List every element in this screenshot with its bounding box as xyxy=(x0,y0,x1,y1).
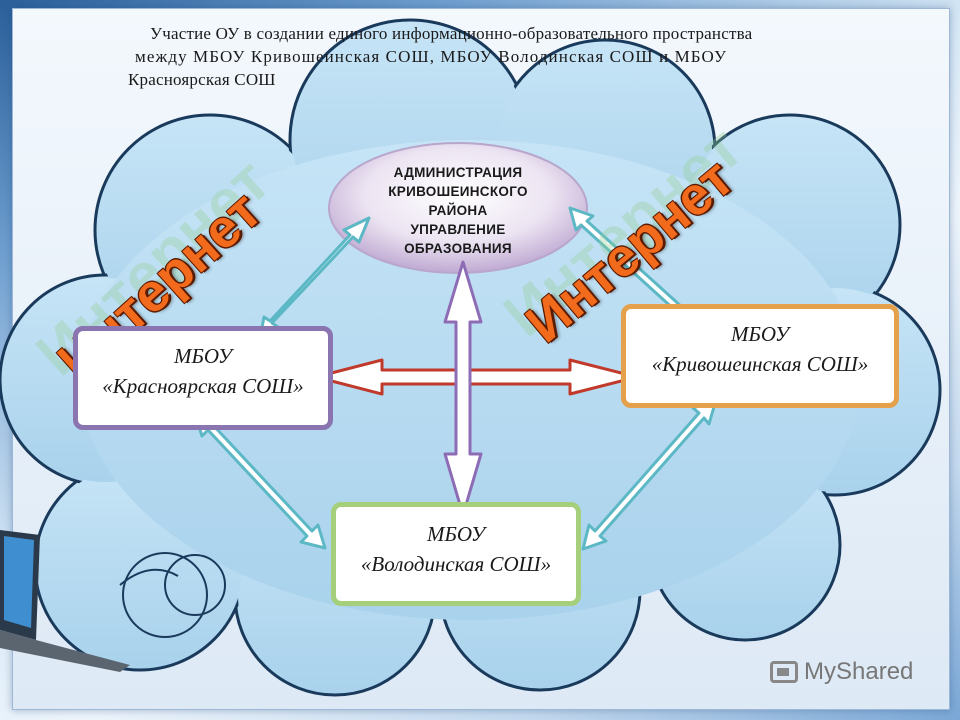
watermark: MyShared xyxy=(770,658,913,686)
arrows xyxy=(193,206,718,551)
title-line-3: Красноярская СОШ xyxy=(128,70,276,89)
swirl-decoration xyxy=(119,552,226,638)
school-type-volodino: МБОУ xyxy=(427,522,485,546)
admin-line-4: УПРАВЛЕНИЕ xyxy=(410,222,506,237)
title-line-1: Участие ОУ в создании единого информацио… xyxy=(150,24,753,43)
school-name-krivosheino: «Кривошеинская СОШ» xyxy=(651,352,869,376)
school-type-krasnoyarsk: МБОУ xyxy=(174,344,232,368)
school-name-volodino: «Володинская СОШ» xyxy=(360,552,552,576)
admin-ellipse xyxy=(328,142,588,274)
admin-line-5: ОБРАЗОВАНИЯ xyxy=(404,241,512,256)
school-name-krasnoyarsk: «Красноярская СОШ» xyxy=(102,374,304,398)
title-line-2: между МБОУ Кривошеинская СОШ, МБОУ Волод… xyxy=(135,47,728,66)
school-type-krivosheino: МБОУ xyxy=(731,322,789,346)
school-box-krivosheino: МБОУ «Кривошеинская СОШ» xyxy=(621,304,899,408)
admin-line-3: РАЙОНА xyxy=(428,203,488,218)
admin-line-1: АДМИНИСТРАЦИЯ xyxy=(393,165,523,180)
myshared-logo-icon xyxy=(770,661,798,683)
admin-node-label: АДМИНИСТРАЦИЯ КРИВОШЕИНСКОГО РАЙОНА УПРА… xyxy=(340,163,576,258)
arrow-krivosheino-volodino xyxy=(581,398,718,551)
school-box-volodino: МБОУ «Володинская СОШ» xyxy=(331,502,581,606)
laptop-icon xyxy=(0,530,130,672)
school-box-krasnoyarsk: МБОУ «Красноярская СОШ» xyxy=(73,326,333,430)
admin-line-2: КРИВОШЕИНСКОГО xyxy=(388,184,528,199)
watermark-text: MyShared xyxy=(804,658,914,685)
